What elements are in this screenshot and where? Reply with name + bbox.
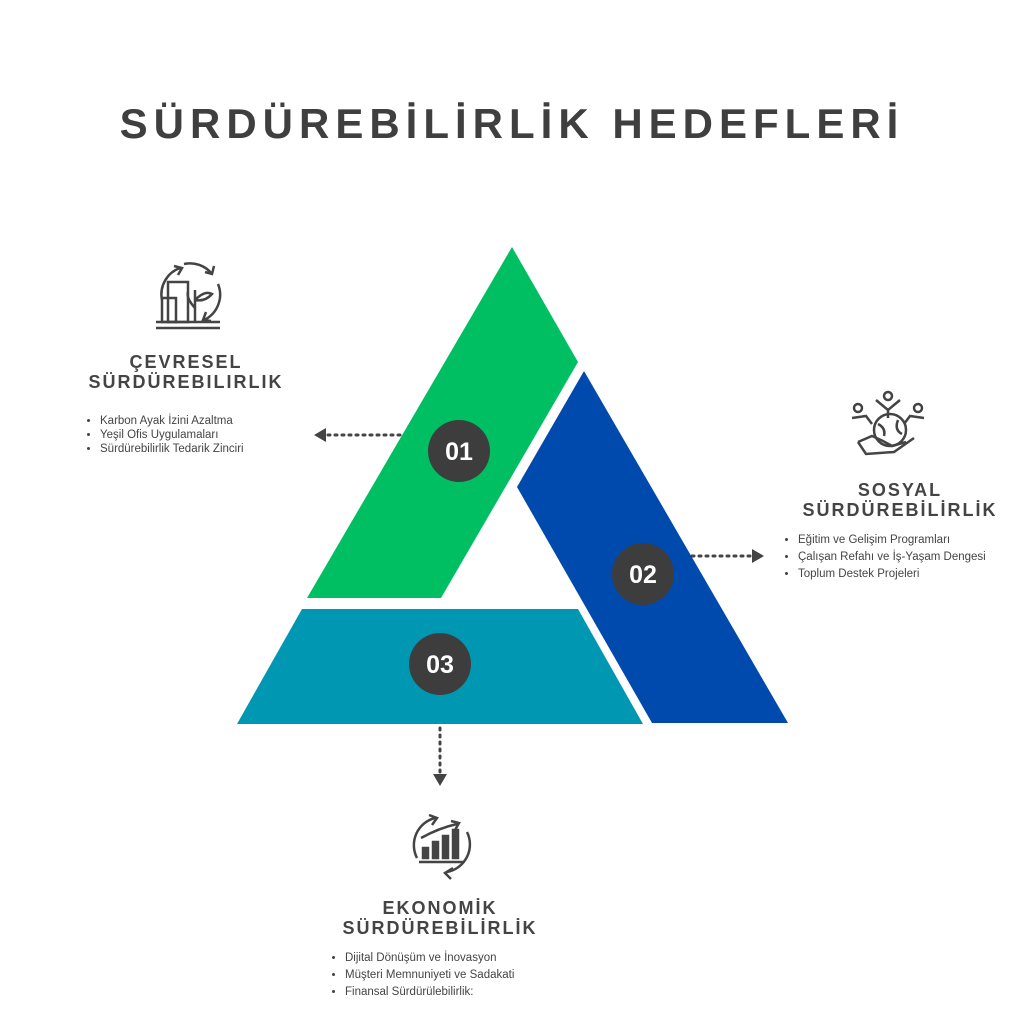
list-item: Toplum Destek Projeleri (798, 566, 986, 583)
badge-03-label: 03 (426, 651, 454, 679)
environmental-title-line2: SÜRDÜREBILIRLIK (88, 372, 284, 392)
growth-chart-icon (412, 813, 472, 880)
economic-title-line2: SÜRDÜREBİLİRLİK (342, 918, 538, 938)
segment-environmental (307, 247, 578, 598)
list-item: Dijital Dönüşüm ve İnovasyon (345, 950, 514, 967)
hand-globe-people-icon (851, 390, 925, 456)
economic-list: Dijital Dönüşüm ve İnovasyon Müşteri Mem… (327, 950, 514, 1001)
social-heading: SOSYAL SÜRDÜREBİLİRLİK (800, 480, 1000, 520)
environmental-list: Karbon Ayak İzini Azaltma Yeşil Ofis Uyg… (82, 414, 244, 456)
page-title: SÜRDÜREBİLİRLİK HEDEFLERİ (119, 100, 905, 147)
list-item: Sürdürebilirlik Tedarik Zinciri (100, 442, 244, 456)
connector-03 (433, 726, 447, 786)
list-item: Yeşil Ofis Uygulamaları (100, 428, 244, 442)
list-item: Finansal Sürdürülebilirlik: (345, 984, 514, 1001)
economic-title-line1: EKONOMİK (382, 898, 498, 918)
list-item: Eğitim ve Gelişim Programları (798, 532, 986, 549)
economic-heading: EKONOMİK SÜRDÜREBİLİRLİK (330, 898, 550, 938)
connector-01 (314, 428, 402, 442)
list-item: Çalışan Refahı ve İş-Yaşam Dengesi (798, 549, 986, 566)
badge-03 (409, 633, 471, 695)
eco-building-recycle-icon (156, 262, 222, 330)
social-list: Eğitim ve Gelişim Programları Çalışan Re… (780, 532, 986, 583)
badge-01 (428, 420, 490, 482)
environmental-heading: ÇEVRESEL SÜRDÜREBILIRLIK (76, 352, 296, 392)
connector-02 (690, 549, 764, 563)
badge-01-label: 01 (445, 438, 473, 466)
social-title-line1: SOSYAL (857, 480, 943, 500)
environmental-title-line1: ÇEVRESEL (129, 352, 243, 372)
badge-02-label: 02 (629, 561, 657, 589)
list-item: Karbon Ayak İzini Azaltma (100, 414, 244, 428)
social-title-line2: SÜRDÜREBİLİRLİK (802, 500, 998, 520)
badge-02 (612, 543, 674, 605)
list-item: Müşteri Memnuniyeti ve Sadakati (345, 967, 514, 984)
